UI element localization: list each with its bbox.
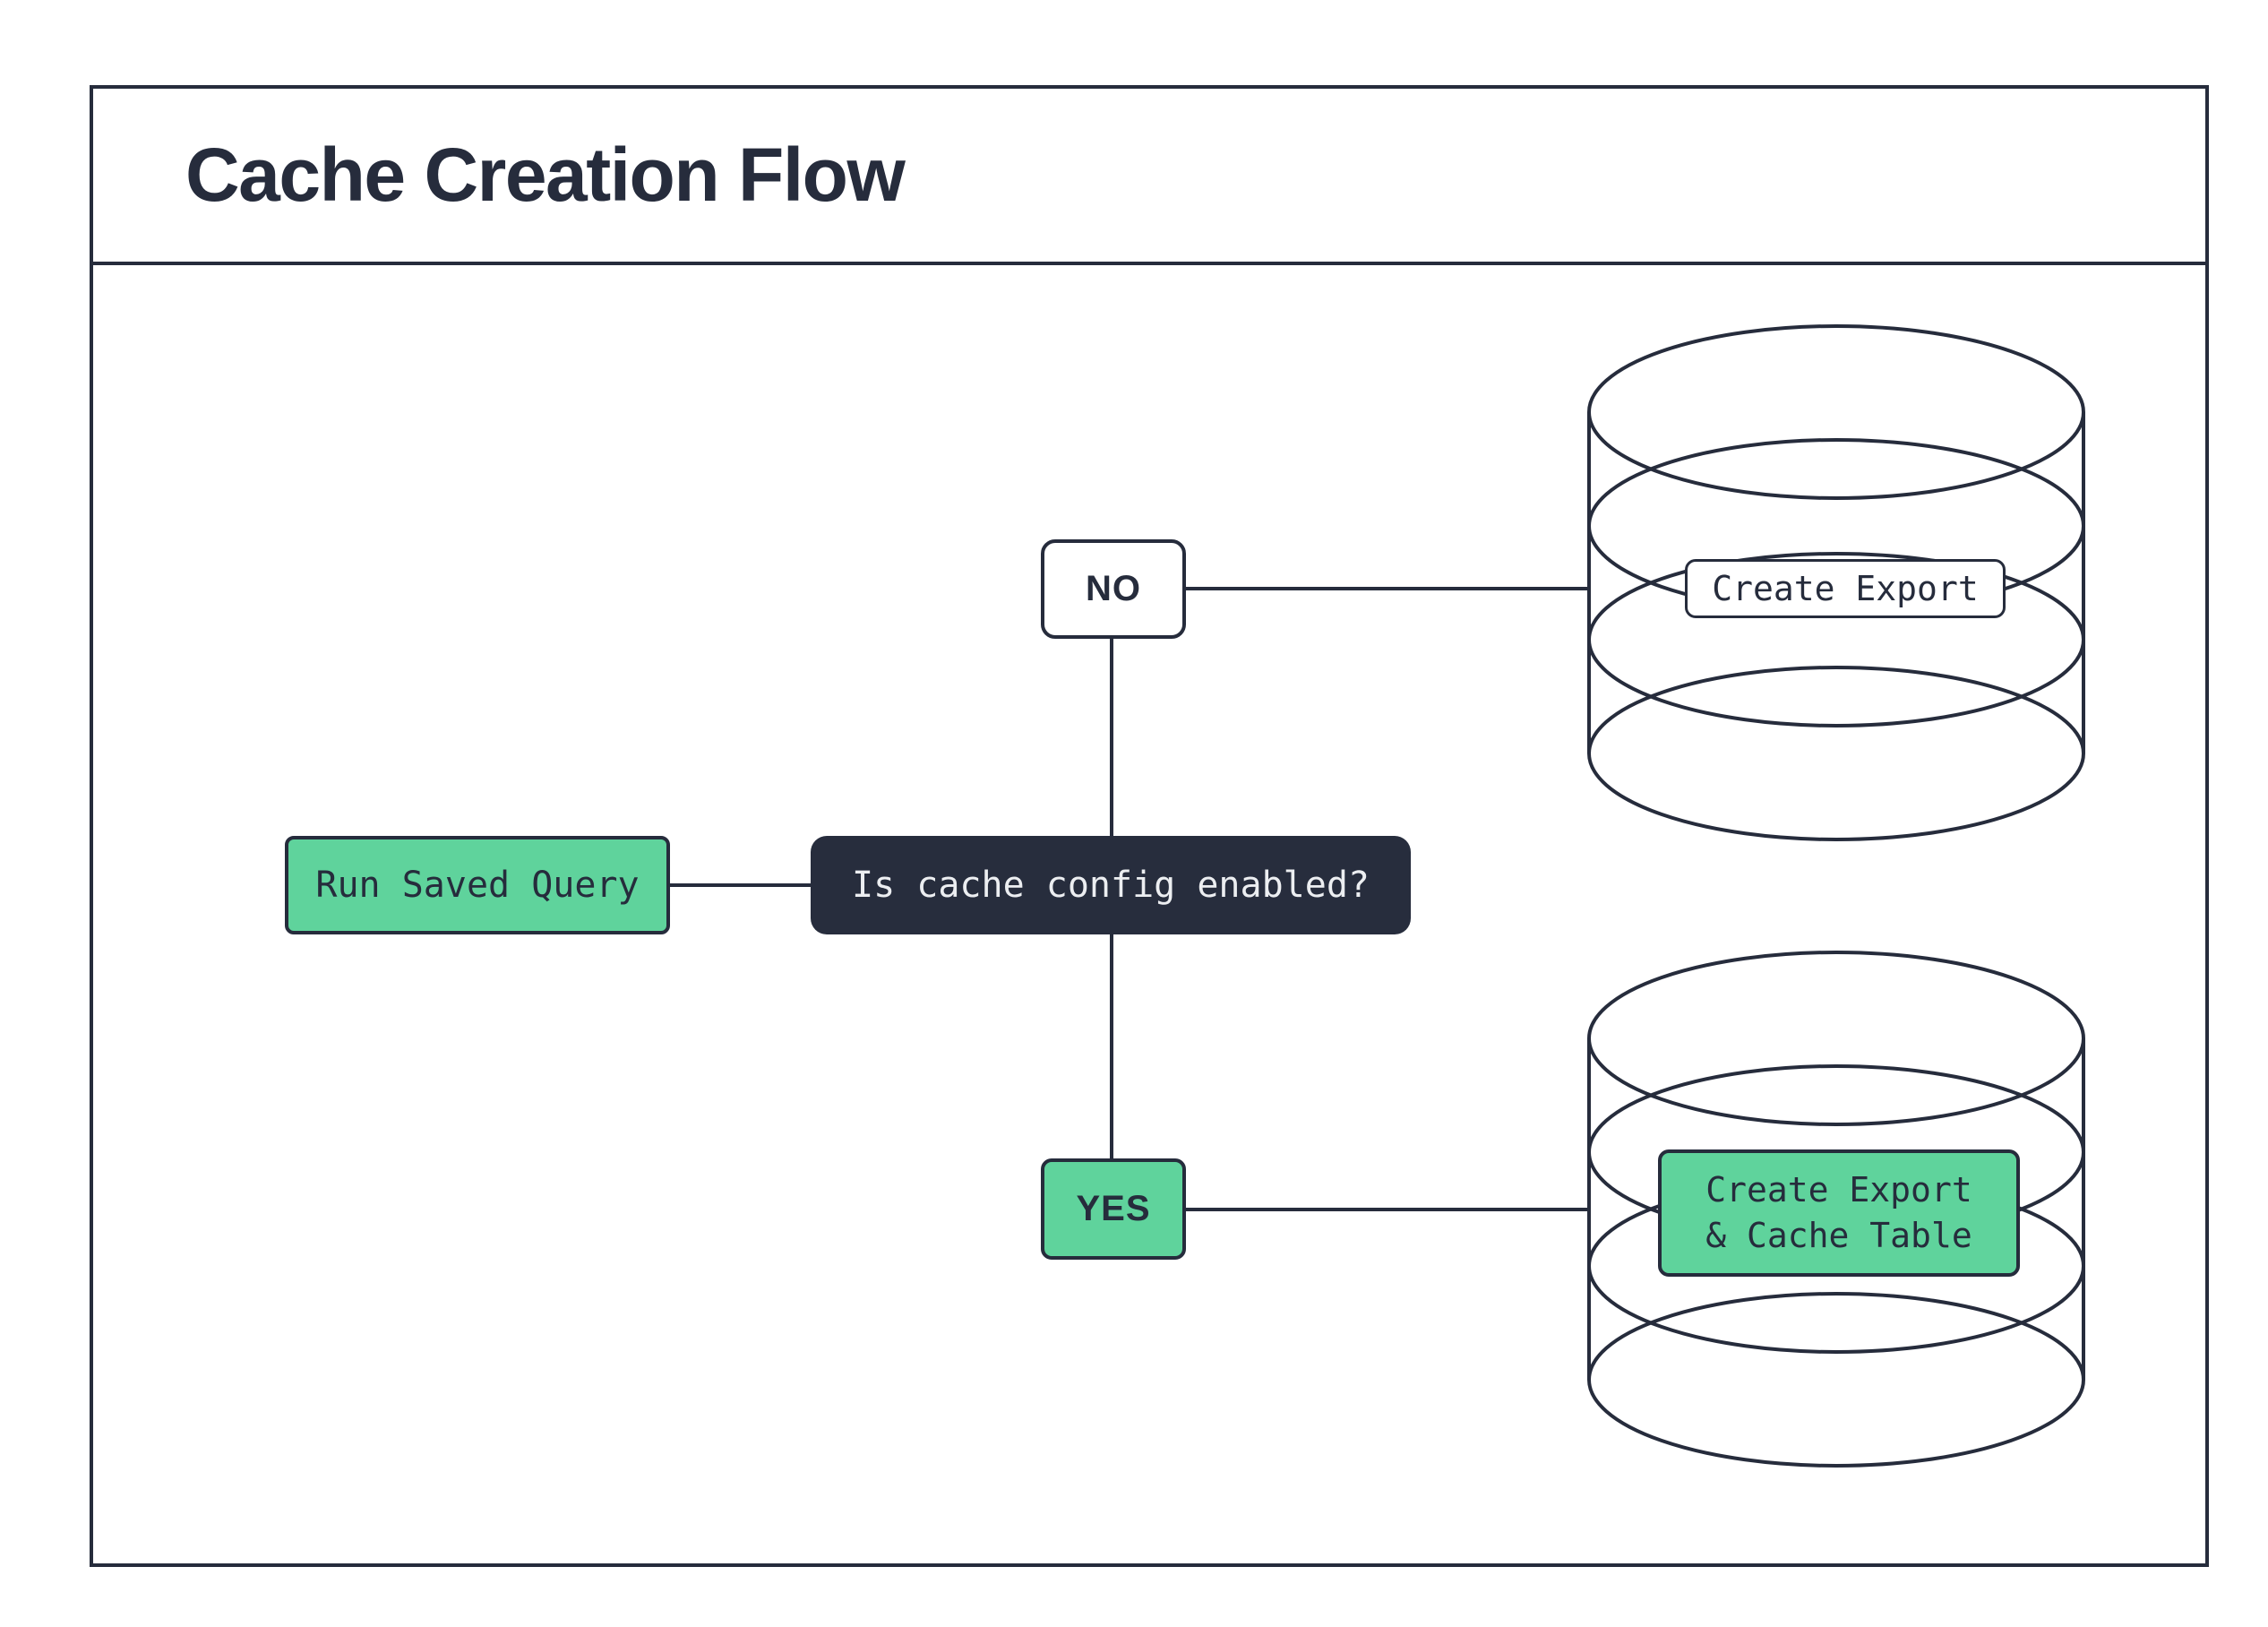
node-run-saved-query: Run Saved Query xyxy=(285,836,670,934)
db-label-create-export: Create Export xyxy=(1685,559,2006,618)
diagram-header: Cache Creation Flow xyxy=(93,89,2205,265)
db-label-cache-line2: & Cache Table xyxy=(1705,1216,1972,1255)
database-icon-export xyxy=(1587,324,2085,841)
node-run-saved-query-label: Run Saved Query xyxy=(315,865,640,906)
branch-no-label: NO xyxy=(1086,569,1141,608)
db-label-create-export-text: Create Export xyxy=(1712,569,1979,608)
branch-no-chip: NO xyxy=(1041,539,1186,639)
branch-yes-chip: YES xyxy=(1041,1158,1186,1260)
page-title: Cache Creation Flow xyxy=(185,133,906,217)
node-decision-cache-config: Is cache config enabled? xyxy=(811,836,1411,934)
diagram-frame: Cache Creation Flow xyxy=(90,85,2209,1567)
branch-yes-label: YES xyxy=(1076,1189,1151,1228)
node-decision-label: Is cache config enabled? xyxy=(852,865,1370,906)
db-label-cache-line1: Create Export xyxy=(1705,1169,1972,1209)
db-label-create-export-cache-table: Create Export & Cache Table xyxy=(1658,1149,2020,1277)
